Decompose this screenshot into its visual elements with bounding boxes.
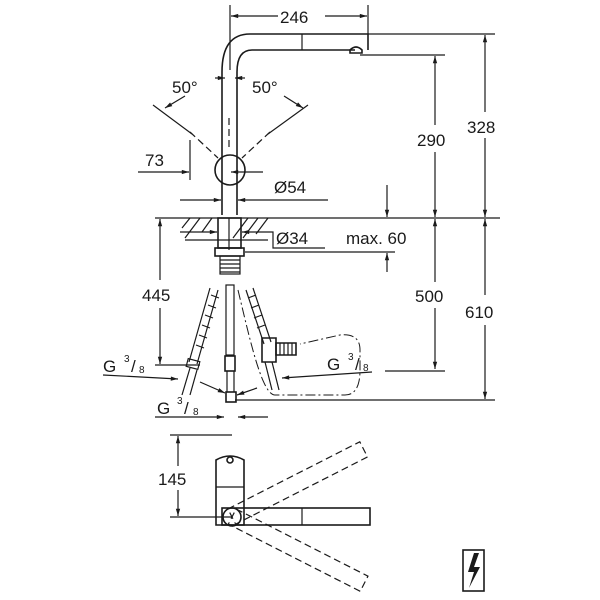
dimension-spout-reach: 246 xyxy=(229,5,369,70)
lever-angle-left-label: 50° xyxy=(172,78,198,97)
svg-text:G: G xyxy=(157,399,170,418)
dimension-lever-offset: 73 xyxy=(138,140,263,180)
svg-text:G: G xyxy=(103,357,116,376)
hole-diameter-label: Ø34 xyxy=(276,229,308,248)
hose-length-2-label: 500 xyxy=(415,287,443,306)
svg-text:8: 8 xyxy=(139,365,145,376)
supply-hoses xyxy=(181,284,361,403)
faucet-side-view xyxy=(152,33,369,215)
top-view-depth-label: 145 xyxy=(158,470,186,489)
electrical-warning-icon xyxy=(462,549,485,592)
lever-angle-right-label: 50° xyxy=(252,78,278,97)
svg-text:3: 3 xyxy=(124,354,130,365)
svg-text:/: / xyxy=(355,355,360,374)
lever-offset-label: 73 xyxy=(145,151,164,170)
svg-text:/: / xyxy=(131,357,136,376)
svg-text:8: 8 xyxy=(363,363,369,374)
max-thickness-label: max. 60 xyxy=(346,229,406,248)
outlet-height-label: 290 xyxy=(417,131,445,150)
hose-length-label: 445 xyxy=(142,286,170,305)
hose-length-3-label: 610 xyxy=(465,303,493,322)
body-diameter-label: Ø54 xyxy=(274,178,306,197)
svg-text:G: G xyxy=(327,355,340,374)
faucet-top-view: 145 xyxy=(158,434,371,593)
connection-label-left: G 3 / 8 xyxy=(103,354,145,376)
svg-text:/: / xyxy=(184,399,189,418)
connection-label-right: G 3 / 8 xyxy=(327,352,369,374)
svg-text:8: 8 xyxy=(193,407,199,418)
svg-text:3: 3 xyxy=(348,352,354,363)
connection-label-bottom: G 3 / 8 xyxy=(157,396,199,418)
spout-reach-label: 246 xyxy=(280,8,308,27)
svg-text:3: 3 xyxy=(177,396,183,407)
total-height-label: 328 xyxy=(467,118,495,137)
countertop-section xyxy=(155,217,500,275)
